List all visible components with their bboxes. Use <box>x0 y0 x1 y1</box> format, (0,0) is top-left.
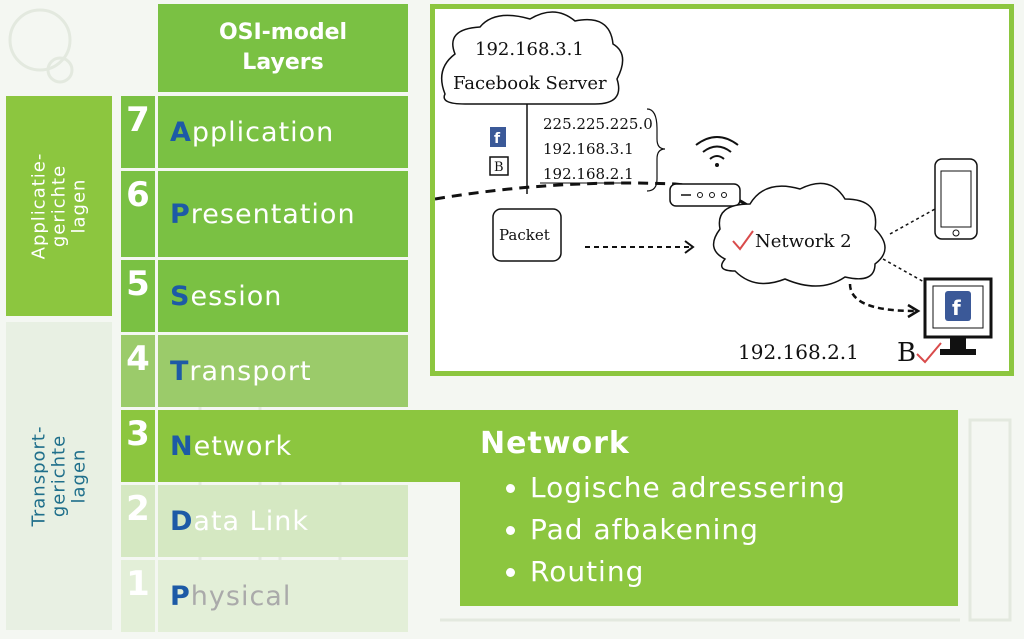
info-title: Network <box>480 426 630 461</box>
layer-3-number: 3 <box>121 410 155 482</box>
app-group-line-2: gerichte <box>48 164 70 248</box>
layer-2-number: 2 <box>121 485 155 557</box>
facebook-icon-glyph: f <box>494 131 501 147</box>
header-line-1: OSI-model <box>218 20 348 45</box>
layer-7-initial: A <box>170 116 192 148</box>
info-bullet: Logische adressering <box>530 467 938 509</box>
layer-7-number: 7 <box>121 96 155 168</box>
packet-line-3: 192.168.2.1 <box>543 165 634 183</box>
dest-label: B <box>897 338 916 368</box>
network-label: Network 2 <box>755 231 852 252</box>
router-icon <box>669 183 741 207</box>
facebook-screen-glyph: f <box>952 296 961 320</box>
layer-6-rest: resentation <box>190 198 356 230</box>
trans-group-line-1: Transport- <box>28 425 49 527</box>
layer-5-number: 5 <box>121 260 155 332</box>
trans-group-line-3: lagen <box>68 448 89 504</box>
osi-header: OSI-model Layers <box>158 4 408 92</box>
layer-7-rest: pplication <box>191 116 335 148</box>
transport-group-label: Transport- gerichte lagen <box>6 322 112 630</box>
computer-b-glyph: B <box>494 160 504 175</box>
layer-2-rest: ata Link <box>193 505 309 537</box>
header-line-2: Layers <box>242 50 324 75</box>
layer-1-number: 1 <box>121 560 155 632</box>
network-info-box: Network Logische adressering Pad afbaken… <box>460 410 958 606</box>
layer-1-rest: hysical <box>190 580 292 612</box>
layer-4-initial: T <box>170 355 190 387</box>
wifi-icon <box>709 155 725 160</box>
dest-check-icon <box>916 342 942 364</box>
packet-line-2: 192.168.3.1 <box>543 140 634 158</box>
packet-line-1: 225.225.225.0 <box>543 115 653 133</box>
layer-6-number: 6 <box>121 171 155 257</box>
packet-label: Packet <box>499 226 550 244</box>
network-cloud <box>712 182 886 287</box>
computer-b-icon <box>489 156 509 176</box>
info-bullets: Logische adressering Pad afbakening Rout… <box>480 467 938 593</box>
server-name: Facebook Server <box>453 73 607 94</box>
layer-5-initial: S <box>170 280 191 312</box>
packet-box <box>492 208 562 262</box>
layer-2-initial: D <box>170 505 194 537</box>
network-diagram: 192.168.3.1 Facebook Server f B 225.225.… <box>430 4 1014 376</box>
layer-6-initial: P <box>170 198 191 230</box>
server-cloud <box>440 11 624 105</box>
layer-4-rest: ransport <box>189 355 312 387</box>
server-ip: 192.168.3.1 <box>475 39 584 60</box>
info-connector <box>408 410 460 482</box>
app-group-line-3: lagen <box>68 178 90 234</box>
info-bullet: Pad afbakening <box>530 509 938 551</box>
app-group-line-1: Applicatie- <box>28 152 50 260</box>
layer-5-rest: ession <box>190 280 283 312</box>
dest-ip: 192.168.2.1 <box>738 340 859 364</box>
layer-1-initial: P <box>170 580 191 612</box>
trans-group-line-2: gerichte <box>48 434 69 518</box>
facebook-screen-icon <box>945 291 971 321</box>
info-bullet: Routing <box>530 551 938 593</box>
layer-3-rest: etwork <box>193 430 293 462</box>
facebook-icon <box>490 127 506 147</box>
layer-3-initial: N <box>170 430 194 462</box>
application-group-label: Applicatie- gerichte lagen <box>6 96 112 316</box>
layer-4-number: 4 <box>121 335 155 407</box>
check-icon <box>732 230 754 251</box>
